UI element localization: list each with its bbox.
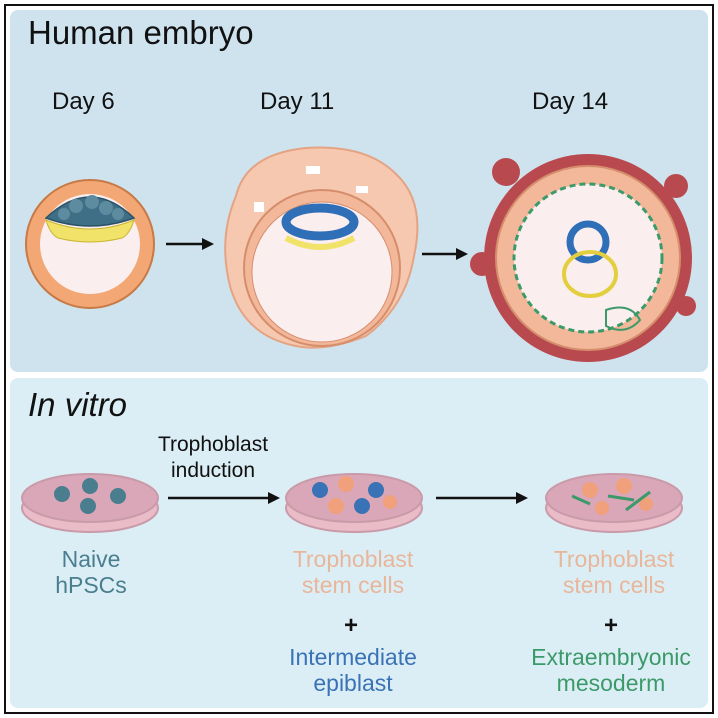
naive-hpscs-label: Naive hPSCs xyxy=(26,546,156,598)
trophoblast-stem-cells-label-2: Trophoblast stem cells xyxy=(526,546,702,598)
human-embryo-title: Human embryo xyxy=(28,14,254,51)
epi-line-1: Intermediate xyxy=(289,644,417,670)
naive-hpscs-dish-icon xyxy=(21,473,159,533)
day-11-label: Day 11 xyxy=(260,88,335,115)
tsc-mesoderm-dish-icon xyxy=(545,473,683,533)
arrow-to-mesoderm-dish-icon xyxy=(436,492,528,504)
induction-line-1: Trophoblast xyxy=(157,433,269,456)
arrow-day6-to-day11-icon xyxy=(166,238,214,250)
arrow-trophoblast-induction-icon xyxy=(168,492,280,504)
plus-sign-1: + xyxy=(344,612,359,639)
naive-line-2: hPSCs xyxy=(55,572,127,598)
day11-embryo-icon xyxy=(224,146,419,349)
tsc2-line-2: stem cells xyxy=(562,572,666,598)
day-14-label: Day 14 xyxy=(532,88,609,115)
epi-line-2: epiblast xyxy=(313,670,393,696)
trophoblast-stem-cells-label-1: Trophoblast stem cells xyxy=(268,546,438,598)
arrow-day11-to-day14-icon xyxy=(422,248,468,260)
plus-sign-2: + xyxy=(604,612,619,639)
tsc-epiblast-dish-icon xyxy=(285,473,423,533)
trophoblast-induction-label: Trophoblast induction xyxy=(148,432,278,484)
intermediate-epiblast-label: Intermediate epiblast xyxy=(268,644,438,696)
day14-embryo-icon xyxy=(470,154,696,362)
day6-blastocyst-icon xyxy=(25,179,155,309)
tsc1-line-1: Trophoblast xyxy=(292,546,414,572)
meso-line-1: Extraembryonic xyxy=(531,644,691,670)
illustration xyxy=(21,146,696,533)
induction-line-2: induction xyxy=(170,459,256,482)
meso-line-2: mesoderm xyxy=(556,670,666,696)
tsc1-line-2: stem cells xyxy=(301,572,405,598)
naive-line-1: Naive xyxy=(61,546,121,572)
day-6-label: Day 6 xyxy=(52,88,115,115)
in-vitro-panel xyxy=(10,378,708,708)
figure-frame: Human embryo Day 6 Day 11 Day 14 xyxy=(4,4,714,714)
extraembryonic-mesoderm-label: Extraembryonic mesoderm xyxy=(516,644,706,696)
in-vitro-title: In vitro xyxy=(28,386,128,423)
tsc2-line-1: Trophoblast xyxy=(553,546,675,572)
